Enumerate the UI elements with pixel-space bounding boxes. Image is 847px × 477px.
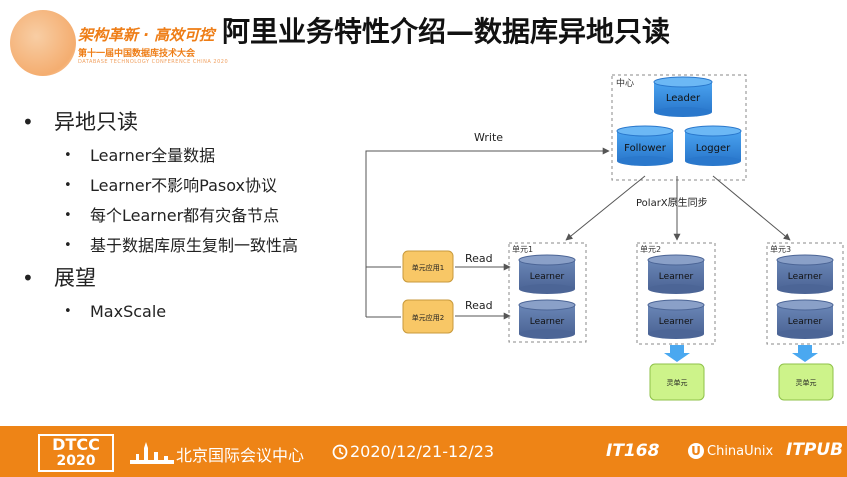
svg-text:Learner: Learner <box>530 317 565 327</box>
svg-text:Learner: Learner <box>530 272 565 282</box>
read-label-1: Read <box>465 252 493 265</box>
logger-db-icon: Logger <box>684 125 742 166</box>
logo-slogan: 架构革新 · 高效可控 <box>78 26 215 44</box>
sponsor-it168-logo: IT168 <box>606 441 660 461</box>
sync-arrow-3 <box>712 175 791 241</box>
down-arrow-icon <box>664 345 690 362</box>
learner-db-icon: Learner <box>647 299 705 339</box>
sync-arrow-1 <box>565 175 646 241</box>
leader-label: Leader <box>666 93 701 104</box>
date-text: 2020/12/21-12/23 <box>350 442 495 461</box>
app1-label: 单元应用1 <box>412 263 444 272</box>
sub-bullet-item: 基于数据库原生复制一致性高 <box>20 233 370 263</box>
svg-text:Learner: Learner <box>788 317 823 327</box>
unit-app-2: 单元应用2 <box>402 299 454 334</box>
dr-unit-2: 灵单元 <box>649 363 705 401</box>
bullet-list: 异地只读 Learner全量数据 Learner不影响Pasox协议 每个Lea… <box>20 107 370 329</box>
dr-label: 灵单元 <box>796 378 817 387</box>
logo-subtitle: 第十一届中国数据库技术大会 <box>78 49 196 59</box>
svg-text:Learner: Learner <box>659 317 694 327</box>
unit2-label: 单元2 <box>640 244 661 254</box>
learner-db-icon: Learner <box>647 254 705 294</box>
unit3-label: 单元3 <box>770 244 791 254</box>
write-label: Write <box>474 131 503 144</box>
bullet-item: 异地只读 <box>20 107 370 143</box>
svg-text:Learner: Learner <box>788 272 823 282</box>
venue-text: 北京国际会议中心 <box>176 446 305 465</box>
dtcc-badge: DTCC 2020 <box>38 434 114 472</box>
sub-bullet-item: 每个Learner都有灾备节点 <box>20 203 370 233</box>
down-arrow-icon <box>792 345 818 362</box>
skyline-icon <box>130 442 174 464</box>
unit-3: 单元3 Learner Learner <box>766 242 844 345</box>
unit1-label: 单元1 <box>512 244 533 254</box>
leader-db-icon: Leader <box>653 76 713 117</box>
sync-label: PolarX原生同步 <box>636 196 708 209</box>
unit-1: 单元1 Learner Learner <box>508 242 587 343</box>
learner-db-icon: Learner <box>518 254 576 294</box>
sub-bullet-item: Learner不影响Pasox协议 <box>20 173 370 203</box>
learner-db-icon: Learner <box>776 254 834 294</box>
learner-db-icon: Learner <box>518 299 576 339</box>
app2-label: 单元应用2 <box>412 313 444 322</box>
logo-english: DATABASE TECHNOLOGY CONFERENCE CHINA 202… <box>78 59 229 65</box>
center-label: 中心 <box>616 77 634 89</box>
clock-icon <box>332 444 348 460</box>
center-datacenter: 中心 <box>611 74 747 181</box>
dr-unit-3: 灵单元 <box>778 363 834 401</box>
logo-emblem <box>10 10 76 76</box>
sponsor-itpub-logo: ITPUB <box>786 440 844 460</box>
unit-app-1: 单元应用1 <box>402 250 454 283</box>
chinaunix-icon: U <box>688 443 704 459</box>
unit-2: 单元2 Learner Learner <box>636 242 716 345</box>
bullet-item: 展望 <box>20 263 370 299</box>
dtcc-name: DTCC <box>52 435 100 454</box>
dr-label: 灵单元 <box>667 378 688 387</box>
learner-db-icon: Learner <box>776 299 834 339</box>
footer-bar: DTCC 2020 北京国际会议中心 2020/12/21-12/23 IT16… <box>0 426 847 477</box>
dtcc-year: 2020 <box>56 453 96 469</box>
sub-bullet-item: Learner全量数据 <box>20 143 370 173</box>
sub-bullet-item: MaxScale <box>20 299 370 329</box>
logger-label: Logger <box>696 143 731 154</box>
dtcc-logo: 架构革新 · 高效可控 第十一届中国数据库技术大会 DATABASE TECHN… <box>10 10 228 76</box>
svg-text:Learner: Learner <box>659 272 694 282</box>
follower-label: Follower <box>624 143 667 154</box>
page-title: 阿里业务特性介绍—数据库异地只读 <box>222 15 671 48</box>
read-label-2: Read <box>465 299 493 312</box>
follower-db-icon: Follower <box>616 125 674 166</box>
architecture-diagram: 中心 Leader Follower Logger Write 单元应用1 单元… <box>365 74 844 401</box>
write-arrow <box>365 147 610 258</box>
